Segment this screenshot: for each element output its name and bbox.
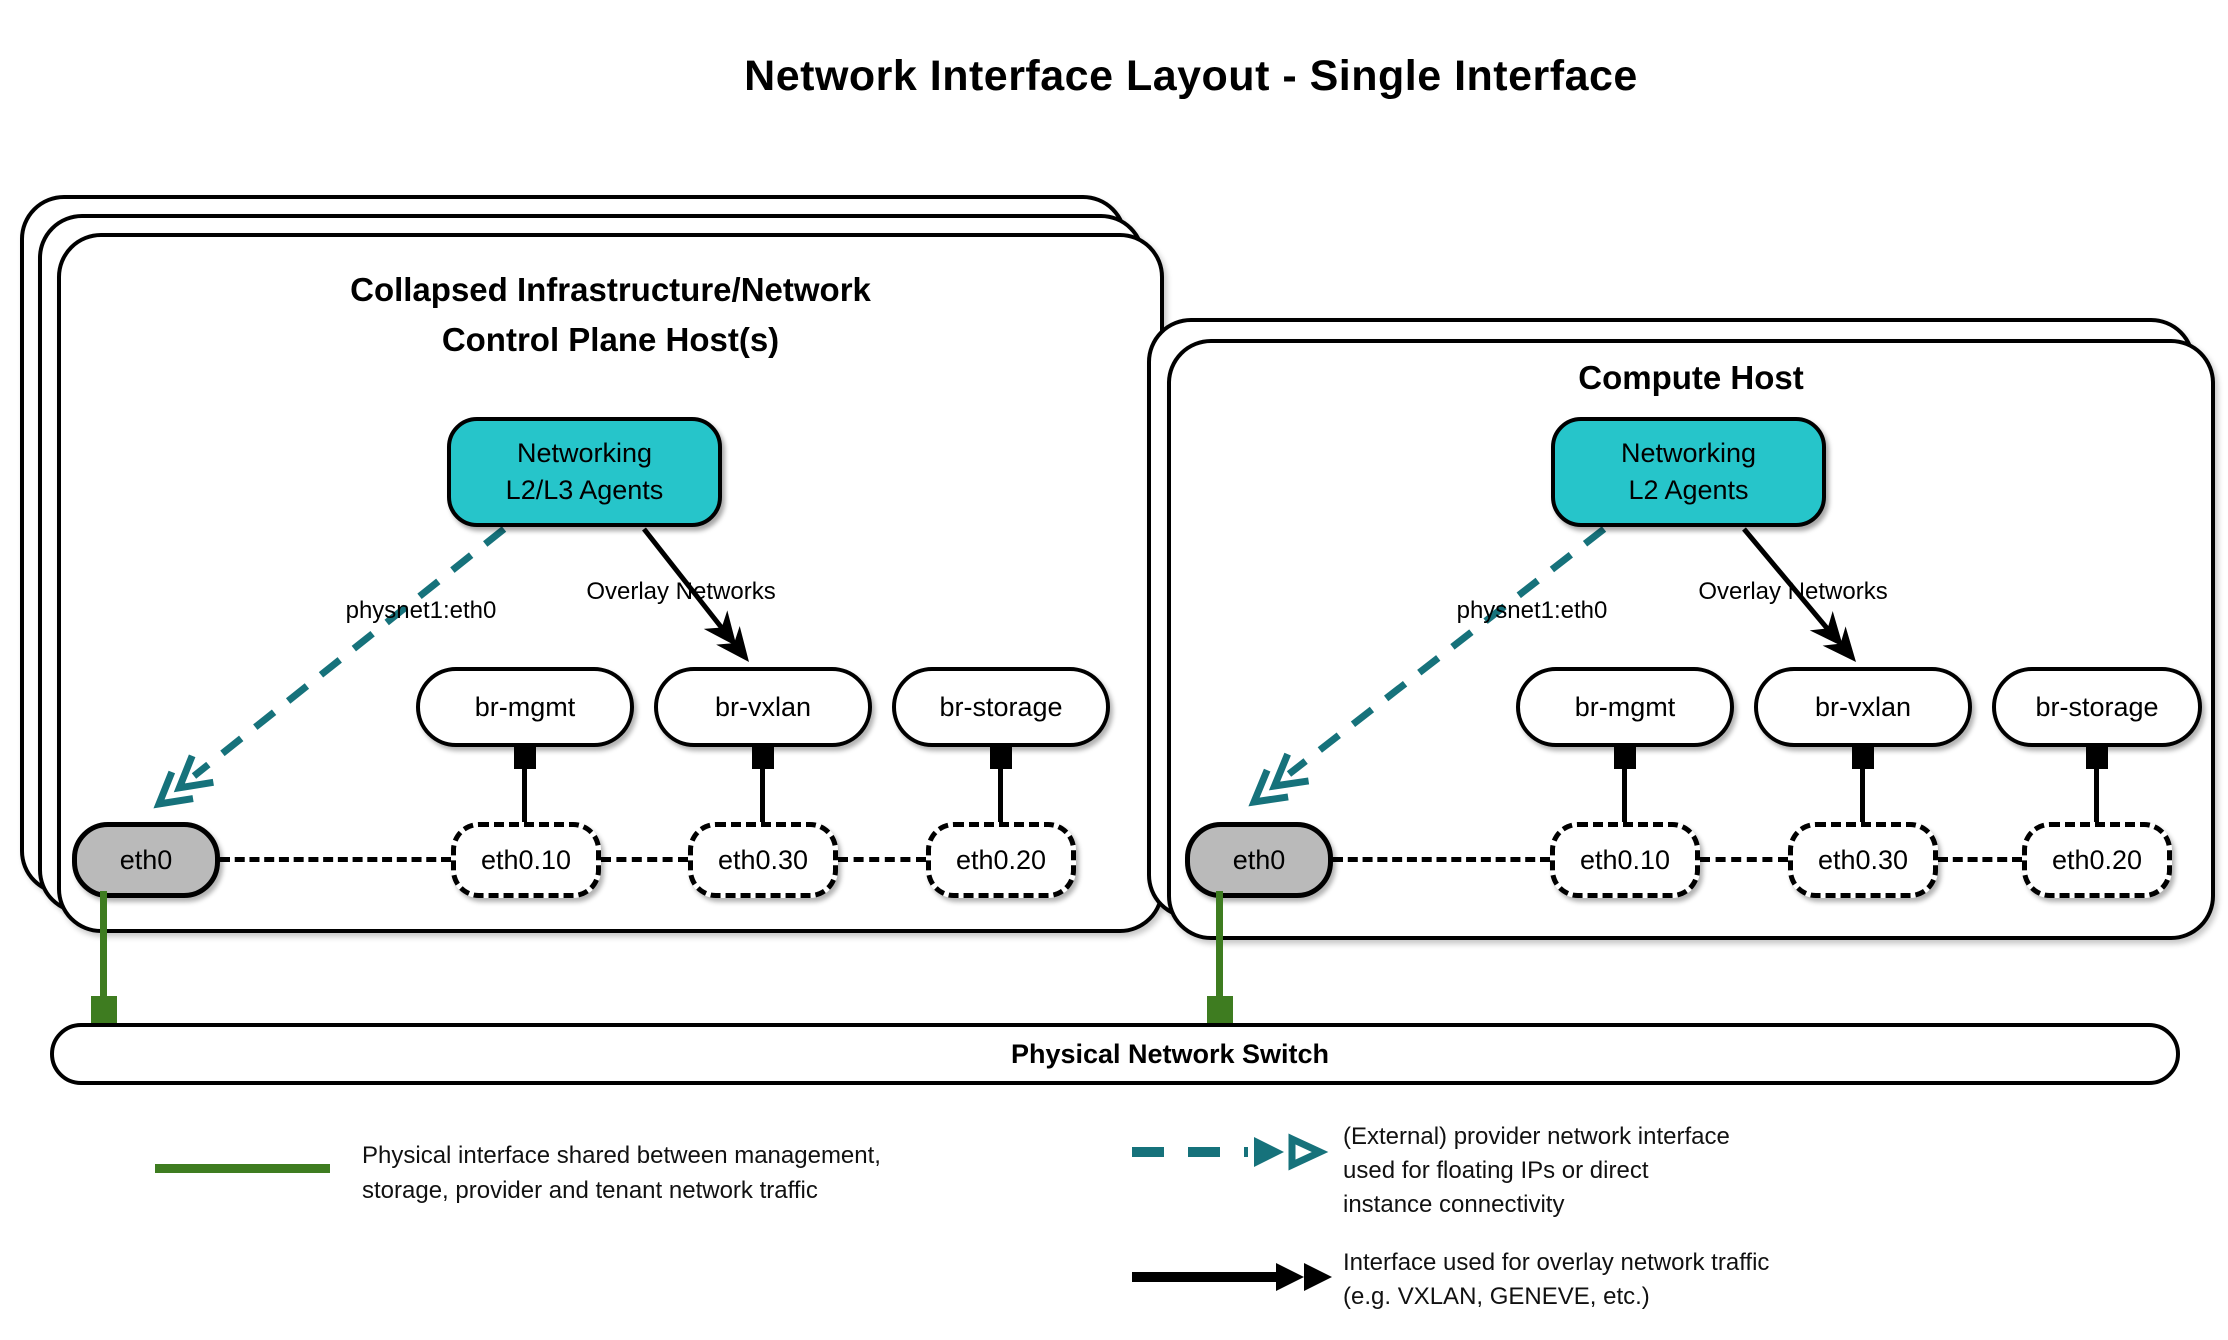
agent-node: Networking L2/L3 Agents [447, 417, 722, 527]
provider-arrow [153, 526, 507, 809]
bridge-connector-line [522, 747, 527, 822]
vlan-interface-node: eth0.10 [451, 822, 601, 898]
bridge-node-br-storage: br-storage [1992, 667, 2202, 747]
agent-label-line: Networking [1620, 438, 1757, 468]
agent-label-line: Networking [516, 438, 653, 468]
bridge-node-br-vxlan: br-vxlan [1754, 667, 1972, 747]
host-box: Compute Host Networking L2 A [1167, 339, 2215, 940]
legend-text-line: (e.g. VXLAN, GENEVE, etc.) [1343, 1283, 1650, 1310]
host-title-line: Compute Host [1578, 359, 1804, 396]
overlay-arrow [642, 527, 749, 662]
switch-label: Physical Network Switch [1010, 1038, 1330, 1069]
agent-label-line: L2 Agents [1628, 475, 1749, 505]
overlay-arrow-label: Overlay Networks [1698, 578, 1888, 605]
vlan-bus-line [1938, 857, 2022, 862]
bridge-connector-line [2094, 747, 2099, 822]
vlan-bus-line [1700, 857, 1788, 862]
physical-link-line [100, 891, 107, 996]
host-title: Compute Host [1171, 353, 2211, 403]
vlan-bus-line [220, 857, 451, 862]
legend-text-line: used for floating IPs or direct [1343, 1157, 1649, 1184]
physical-link-connector [91, 996, 117, 1025]
bridge-connector-line [1860, 747, 1865, 822]
legend-provider-text: (External) provider network interface us… [1343, 1120, 1730, 1222]
vlan-interface-node: eth0.10 [1550, 822, 1700, 898]
legend-physical-text: Physical interface shared between manage… [362, 1138, 881, 1208]
overlay-arrow-label: Overlay Networks [586, 578, 776, 605]
host-control-plane: Collapsed Infrastructure/Network Control… [20, 195, 1164, 933]
agent-label-line: L2/L3 Agents [505, 475, 664, 505]
legend-physical-swatch [155, 1164, 330, 1173]
provider-arrow-label: physnet1:eth0 [345, 597, 497, 624]
overlay-arrow [1742, 527, 1856, 662]
bridge-node-br-vxlan: br-vxlan [654, 667, 872, 747]
host-title-line: Control Plane Host(s) [441, 321, 780, 358]
legend-text-line: storage, provider and tenant network tra… [362, 1177, 818, 1204]
vlan-interface-node: eth0.20 [926, 822, 1076, 898]
legend-text-line: (External) provider network interface [1343, 1123, 1730, 1150]
vlan-bus-line [838, 857, 926, 862]
legend-overlay-swatch [1132, 1263, 1332, 1291]
legend-text-line: Physical interface shared between manage… [362, 1142, 881, 1169]
legend-text-line: Interface used for overlay network traff… [1343, 1249, 1770, 1276]
legend-text-line: instance connectivity [1343, 1191, 1565, 1218]
bridge-node-br-mgmt: br-mgmt [416, 667, 634, 747]
physical-link-connector [1207, 996, 1233, 1025]
host-compute: Compute Host Networking L2 A [1147, 318, 2215, 940]
bridge-connector-line [998, 747, 1003, 822]
vlan-bus-line [1333, 857, 1550, 862]
physical-link-line [1216, 891, 1223, 996]
provider-arrow-label: physnet1:eth0 [1456, 597, 1608, 624]
bridge-connector-line [1622, 747, 1627, 822]
vlan-bus-line [601, 857, 688, 862]
bridge-connector-line [760, 747, 765, 822]
vlan-interface-node: eth0.30 [1788, 822, 1938, 898]
host-box: Collapsed Infrastructure/Network Control… [57, 233, 1164, 933]
page-title: Network Interface Layout - Single Interf… [744, 52, 1638, 100]
provider-arrow [1248, 526, 1607, 807]
agent-node: Networking L2 Agents [1551, 417, 1826, 527]
bridge-node-br-mgmt: br-mgmt [1516, 667, 1734, 747]
vlan-interface-node: eth0.20 [2022, 822, 2172, 898]
phys-interface-node: eth0 [72, 822, 220, 898]
legend-provider-swatch [1132, 1133, 1329, 1171]
bridge-node-br-storage: br-storage [892, 667, 1110, 747]
vlan-interface-node: eth0.30 [688, 822, 838, 898]
phys-interface-node: eth0 [1185, 822, 1333, 898]
legend-overlay-text: Interface used for overlay network traff… [1343, 1246, 1769, 1314]
host-title: Collapsed Infrastructure/Network Control… [61, 265, 1160, 365]
host-title-line: Collapsed Infrastructure/Network [350, 271, 871, 308]
switch-bar: Physical Network Switch [50, 1023, 2180, 1085]
